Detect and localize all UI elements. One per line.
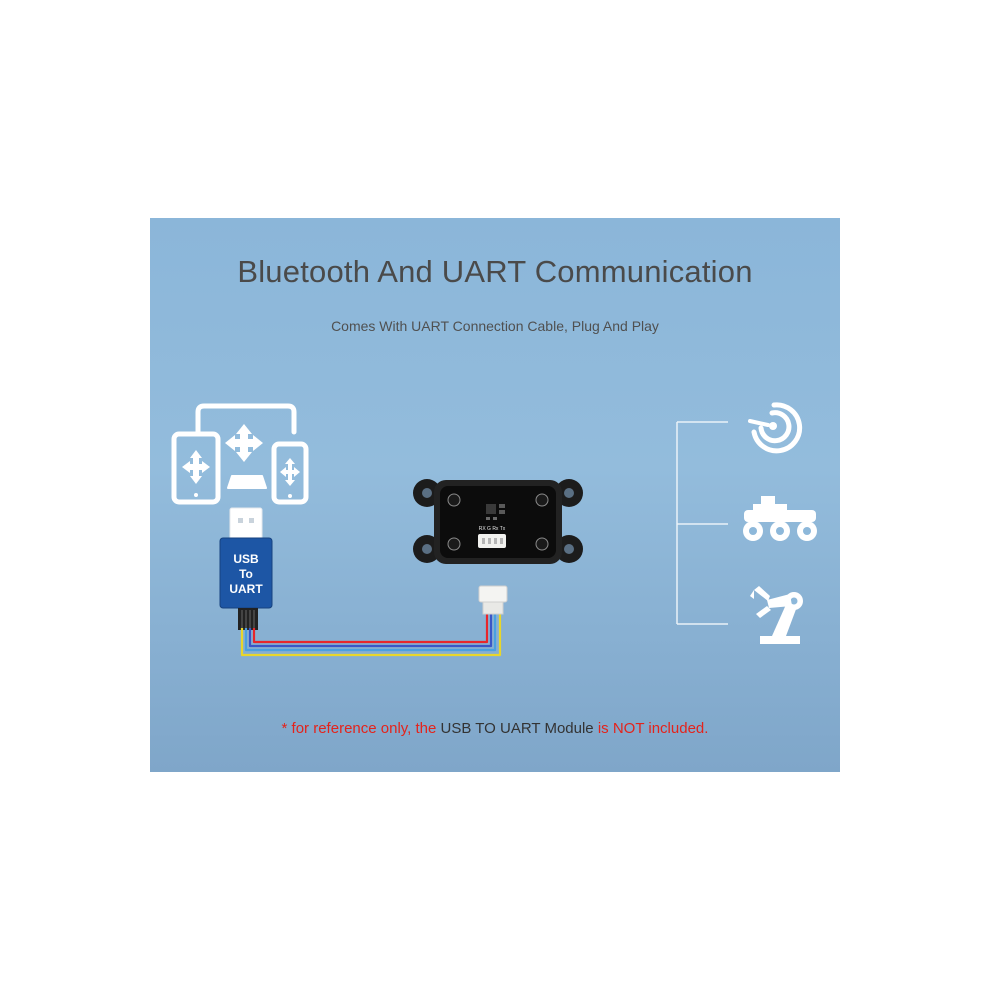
note-part3: is NOT included. [593,720,709,737]
usb-to-uart-module [219,507,273,630]
robot-arm-icon [750,586,803,644]
usb-module-label: USB To UART [220,552,272,597]
radar-icon [748,402,803,454]
reference-note: * for reference only, the USB TO UART Mo… [150,720,840,737]
page-title: Bluetooth And UART Communication [237,254,753,289]
board-silkscreen-label: RX G Rx Tx [479,526,506,532]
branch-lines [676,421,728,625]
page-subtitle: Comes With UART Connection Cable, Plug A… [331,318,659,334]
usb-label-line2: To [239,567,253,581]
uart-wires [240,614,502,657]
bluetooth-module-board: RX G Rx Tx [413,479,583,564]
cable-connector [478,585,508,615]
tablet-monitor-phone-icon [171,403,309,505]
note-part2: USB TO UART Module [440,720,594,737]
usb-label-line3: UART [229,582,263,596]
robot-car-icon [743,496,817,541]
diagram-panel: Bluetooth And UART Communication Comes W… [150,218,840,772]
connection-diagram: RX G Rx Tx [171,402,817,657]
note-part1: * for reference only, the [281,720,441,737]
usb-label-line1: USB [233,552,259,566]
